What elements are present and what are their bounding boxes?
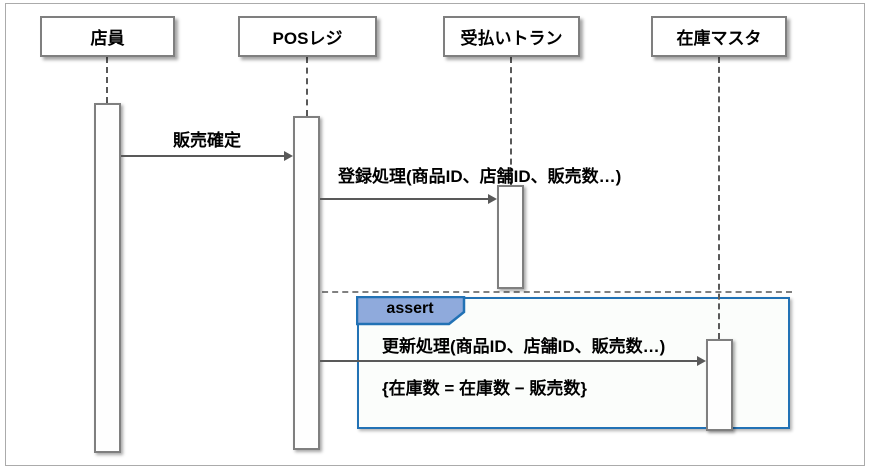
fragment-separator-dashed-line bbox=[312, 291, 792, 293]
activation-clerk bbox=[94, 103, 121, 453]
actor-box-clerk: 店員 bbox=[40, 16, 175, 57]
activation-pos-register bbox=[293, 116, 320, 450]
message-label-register-process: 登録処理(商品ID、店舗ID、販売数…) bbox=[338, 167, 622, 186]
actor-label-stock-master: 在庫マスタ bbox=[676, 29, 762, 48]
actor-label-pos-register: POSレジ bbox=[272, 29, 343, 48]
message-line-sale-confirm bbox=[121, 155, 285, 157]
actor-box-payment-tran: 受払いトラン bbox=[443, 16, 580, 57]
activation-stock-master bbox=[706, 339, 733, 431]
diagram-border bbox=[5, 3, 865, 466]
arrowhead-icon bbox=[697, 356, 706, 366]
lifeline-clerk bbox=[106, 57, 108, 103]
actor-box-pos-register: POSレジ bbox=[238, 16, 377, 57]
message-label-sale-confirm: 販売確定 bbox=[173, 131, 241, 150]
state-invariant-constraint: {在庫数 = 在庫数 − 販売数} bbox=[382, 379, 587, 398]
actor-label-clerk: 店員 bbox=[90, 29, 125, 48]
activation-payment-tran bbox=[497, 185, 524, 289]
arrowhead-icon bbox=[284, 151, 293, 161]
lifeline-stock-master bbox=[718, 57, 720, 339]
arrowhead-icon bbox=[488, 194, 497, 204]
fragment-operator-label: assert bbox=[386, 300, 434, 317]
fragment-operator-pentagon bbox=[356, 296, 466, 326]
message-line-update-process bbox=[320, 360, 698, 362]
lifeline-pos-register bbox=[306, 57, 308, 116]
message-label-update-process: 更新処理(商品ID、店舗ID、販売数…) bbox=[382, 337, 666, 356]
lifeline-payment-tran bbox=[510, 57, 512, 185]
message-line-register-process bbox=[320, 198, 489, 200]
actor-box-stock-master: 在庫マスタ bbox=[651, 16, 787, 57]
actor-label-payment-tran: 受払いトラン bbox=[460, 29, 563, 48]
